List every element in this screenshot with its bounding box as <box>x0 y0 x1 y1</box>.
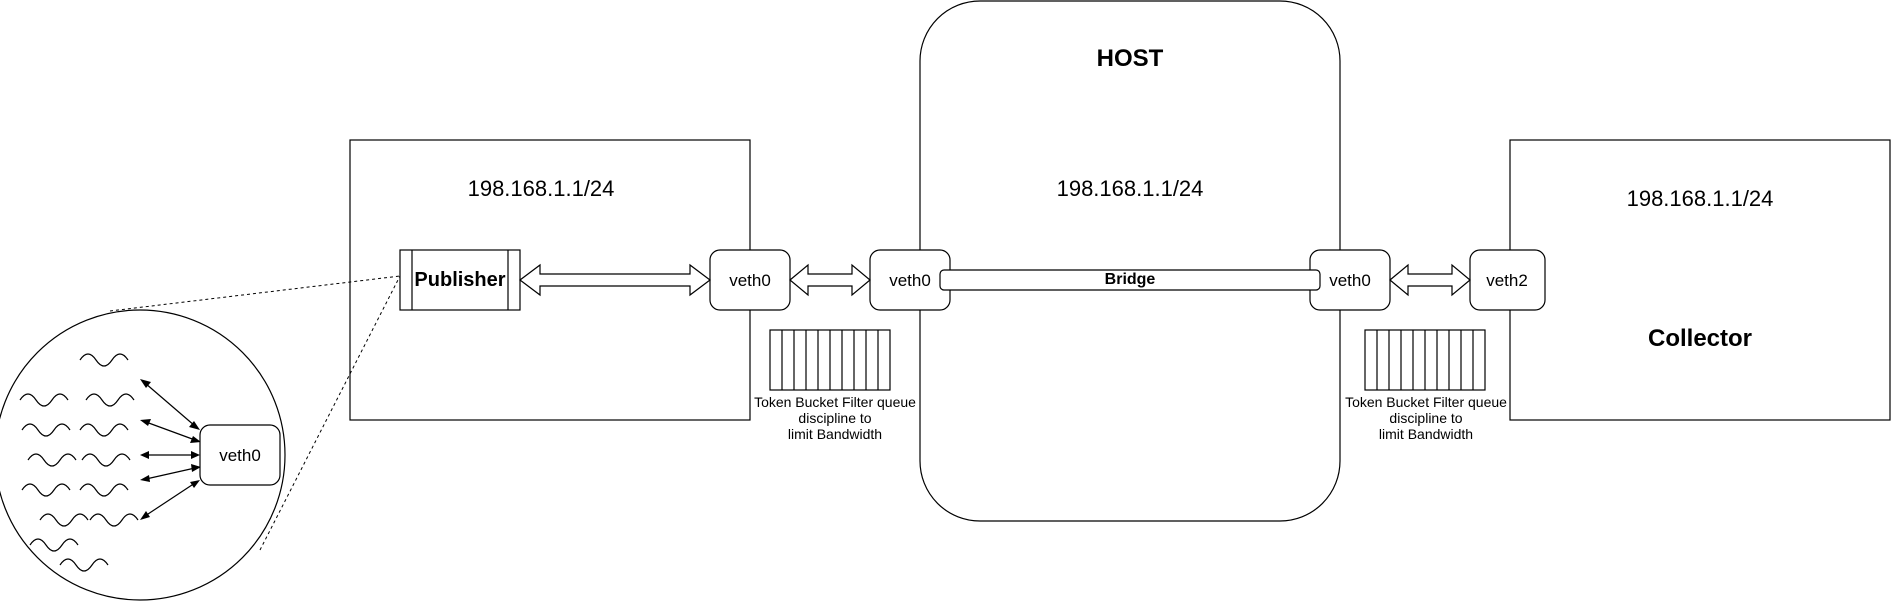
publisher-label: Publisher <box>414 269 505 291</box>
collector-container-box <box>1509 139 1891 421</box>
publisher-container-ip: 198.168.1.1/24 <box>468 176 615 201</box>
thread-arrows <box>140 379 201 520</box>
collector-container-ip: 198.168.1.1/24 <box>1627 186 1774 211</box>
tbf-right-caption-line1: Token Bucket Filter queue <box>1345 394 1507 410</box>
host-left-veth-label: veth0 <box>889 271 931 290</box>
thread-waves <box>19 353 139 572</box>
bridge-bar <box>939 269 1321 291</box>
host-title: HOST <box>1097 45 1164 72</box>
host-right-veth-label: veth0 <box>1329 271 1371 290</box>
zoom-veth-box <box>199 424 281 486</box>
publisher-veth-label: veth0 <box>729 271 771 290</box>
tbf-queue-left <box>769 329 891 391</box>
tbf-left-caption-line1: Token Bucket Filter queue <box>754 394 916 410</box>
tbf-left-caption-line2: discipline to <box>798 410 871 426</box>
host-ip: 198.168.1.1/24 <box>1057 176 1204 201</box>
tbf-left-caption-line3: limit Bandwidth <box>788 426 882 442</box>
tbf-right-caption-line2: discipline to <box>1389 410 1462 426</box>
zoom-veth-label: veth0 <box>219 446 261 465</box>
tbf-right-caption-line3: limit Bandwidth <box>1379 426 1473 442</box>
host-to-collector-arrow <box>1389 263 1471 297</box>
bridge-label: Bridge <box>1105 271 1156 288</box>
host-box <box>919 0 1341 522</box>
collector-veth-label: veth2 <box>1486 271 1528 290</box>
publisher-process: Publisher <box>399 249 521 311</box>
publisher-to-veth-arrow <box>519 263 711 297</box>
tbf-queue-right <box>1364 329 1486 391</box>
veth-to-host-arrow <box>789 263 871 297</box>
collector-title: Collector <box>1648 325 1752 352</box>
zoom-line-top <box>109 275 401 312</box>
